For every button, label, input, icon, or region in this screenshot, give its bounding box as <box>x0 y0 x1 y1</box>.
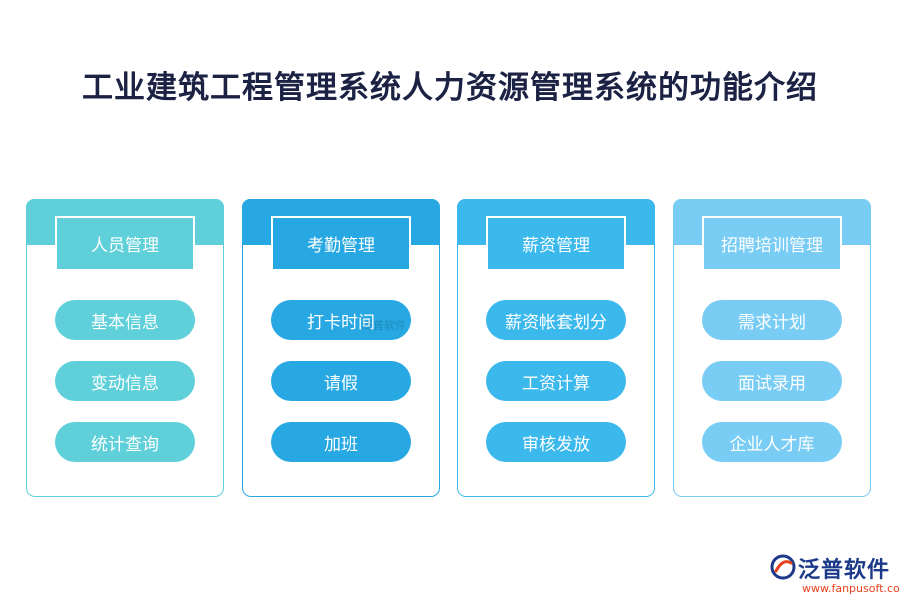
feature-pill: 加班 <box>271 422 411 462</box>
module-heading: 考勤管理 <box>271 216 411 271</box>
feature-pill: 工资计算 <box>486 361 626 401</box>
page-title: 工业建筑工程管理系统人力资源管理系统的功能介绍 <box>82 70 818 106</box>
feature-pill: 基本信息 <box>55 300 195 340</box>
feature-pill: 薪资帐套划分 <box>486 300 626 340</box>
feature-pill: 审核发放 <box>486 422 626 462</box>
fanpu-logo-icon <box>770 554 796 580</box>
module-card-recruitment: 招聘培训管理 需求计划 面试录用 企业人才库 <box>673 199 871 497</box>
feature-pill: 变动信息 <box>55 361 195 401</box>
feature-pill: 面试录用 <box>702 361 842 401</box>
module-card-salary: 薪资管理 薪资帐套划分 工资计算 审核发放 <box>457 199 655 497</box>
logo-name: 泛普软件 <box>798 558 891 583</box>
module-card-personnel: 人员管理 基本信息 变动信息 统计查询 <box>26 199 224 497</box>
module-heading: 招聘培训管理 <box>702 216 842 271</box>
feature-pill: 统计查询 <box>55 422 195 462</box>
feature-pill: 打卡时间 <box>271 300 411 340</box>
logo-url: www.fanpusoft.com <box>802 582 900 595</box>
feature-pill: 企业人才库 <box>702 422 842 462</box>
module-card-attendance: 考勤管理 打卡时间 请假 加班 <box>242 199 440 497</box>
module-heading: 薪资管理 <box>486 216 626 271</box>
module-cards: 人员管理 基本信息 变动信息 统计查询 考勤管理 打卡时间 请假 加班 薪资管理… <box>26 199 876 499</box>
feature-pill: 请假 <box>271 361 411 401</box>
feature-pill: 需求计划 <box>702 300 842 340</box>
brand-logo: 泛普软件 www.fanpusoft.com <box>770 552 900 598</box>
module-heading: 人员管理 <box>55 216 195 271</box>
watermark-text: 泛普软件 <box>362 319 406 332</box>
